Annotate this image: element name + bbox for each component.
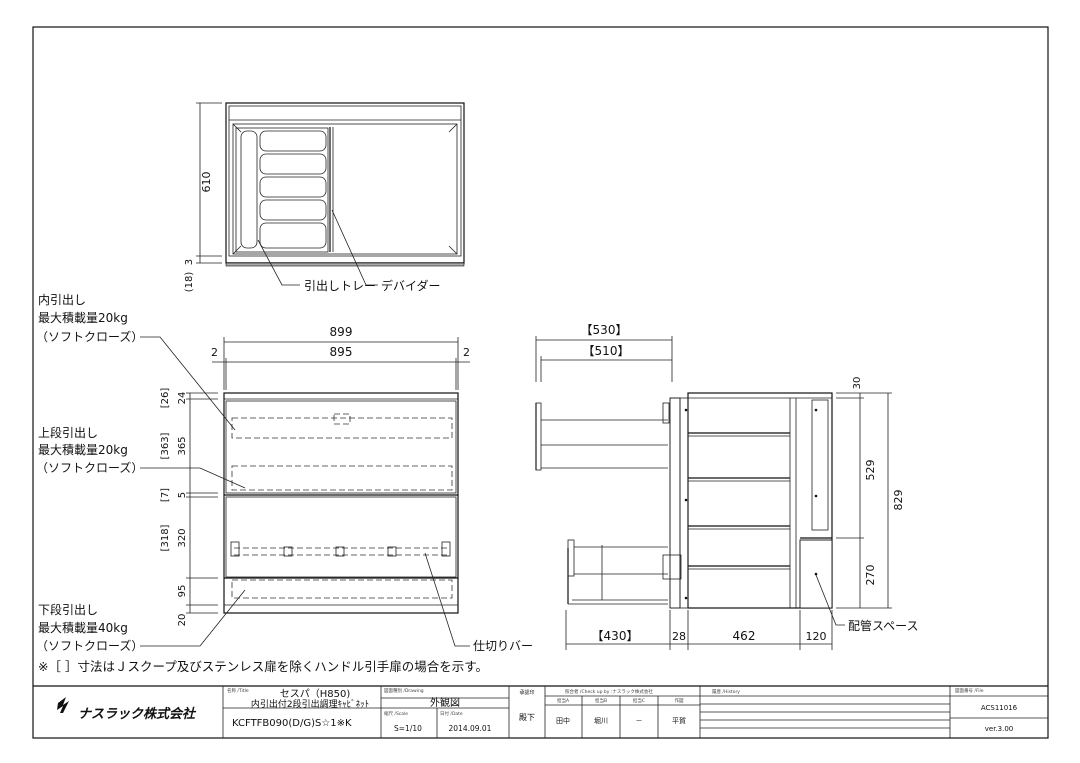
dim-895: 895 <box>330 345 353 359</box>
dim-363: [363] <box>160 432 171 459</box>
lower-drawer-title: 下段引出し <box>38 602 98 617</box>
inner-drawer-soft: （ソフトクローズ） <box>36 329 143 344</box>
svg-text:縮尺 /Scale: 縮尺 /Scale <box>384 710 408 717</box>
side-view: 【530】 【510】 <box>535 323 919 650</box>
inner-drawer-load: 最大積載量20kg <box>38 310 128 325</box>
dim-530: 【530】 <box>581 323 628 337</box>
svg-text:照合者 /Check up by :ナスラック株式会社: 照合者 /Check up by :ナスラック株式会社 <box>565 688 653 695</box>
lower-door <box>225 496 457 578</box>
divider-leader <box>331 209 378 286</box>
checker-1: 田中 <box>556 716 570 725</box>
checker-3: － <box>636 717 643 725</box>
dim-510: 【510】 <box>583 344 630 358</box>
dim-899: 899 <box>330 325 353 339</box>
svg-text:承認印: 承認印 <box>519 689 534 696</box>
dim-28: 28 <box>672 630 686 643</box>
lower-drawer-load: 最大積載量40kg <box>38 620 128 635</box>
piping-leader <box>815 574 845 626</box>
dim-610: 610 <box>200 172 213 193</box>
top-view: 610 3 (18) 引出しトレー デバイダー <box>184 102 465 293</box>
upper-drawer-hidden <box>231 465 453 491</box>
upper-door <box>225 400 457 494</box>
inner-drawer-title: 内引出し <box>38 293 86 307</box>
dim-462: 462 <box>733 629 756 643</box>
tray-leader <box>257 239 300 286</box>
upper-drawer-leader <box>140 467 246 489</box>
dim-3: 3 <box>184 259 195 265</box>
svg-text:日付 /Date: 日付 /Date <box>440 710 463 717</box>
dim-gap-left: 2 <box>211 346 218 359</box>
upper-drawer-soft: （ソフトクローズ） <box>36 460 143 475</box>
series-name: セスパ（H850) <box>280 688 351 700</box>
inner-drawer-leader <box>140 336 236 431</box>
lower-drawer-hidden <box>231 579 453 599</box>
tray-label: 引出しトレー <box>304 279 376 293</box>
dim-529: 529 <box>864 460 877 481</box>
checker-2: 堀川 <box>594 716 608 725</box>
svg-text:図面種別 /Drawing: 図面種別 /Drawing <box>384 687 424 694</box>
dim-gap-right: 2 <box>463 346 470 359</box>
inner-drawer-hidden <box>231 417 453 439</box>
dim-95: 95 <box>177 585 188 598</box>
dim-20: 20 <box>177 614 188 627</box>
dim-270: 270 <box>864 565 877 586</box>
svg-text:担当C: 担当C <box>633 697 645 704</box>
front-view: 899 895 2 2 24 <box>140 325 470 647</box>
date: 2014.09.01 <box>449 724 492 733</box>
dim-5: 5 <box>177 492 188 498</box>
company-logo-mark <box>57 697 69 713</box>
svg-text:履歴 /History: 履歴 /History <box>712 689 740 695</box>
sheet-border <box>32 26 1049 739</box>
dimension-note: ※［ ］寸法はＪスクープ及びステンレス扉を除くハンドル引手扉の場合を示す。 <box>38 659 488 674</box>
title-block: ナスラック株式会社 名称 /Title セスパ（H850) 内引出付2段引出調理… <box>33 685 1048 738</box>
lower-drawer-leader <box>140 589 246 647</box>
drawing-type: 外観図 <box>430 696 460 709</box>
drawer-tray <box>235 127 329 253</box>
svg-text:図面番号 /File: 図面番号 /File <box>955 687 984 694</box>
divider-label: デバイダー <box>381 278 441 293</box>
dim-120: 120 <box>806 630 827 643</box>
dim-24: 24 <box>177 392 188 405</box>
svg-text:担当B: 担当B <box>595 697 607 704</box>
partition-bar-label: 仕切りバー <box>473 639 533 653</box>
dim-26: [26] <box>160 388 171 409</box>
file-number: ACS11016 <box>981 704 1018 712</box>
dim-18: (18) <box>184 272 195 293</box>
lower-drawer-soft: （ソフトクローズ） <box>36 638 143 653</box>
svg-text:名称 /Title: 名称 /Title <box>227 687 249 694</box>
dim-318: [318] <box>160 524 171 551</box>
svg-text:担当A: 担当A <box>557 697 570 704</box>
cabinet-front <box>223 392 459 614</box>
partition-bar-leader <box>424 552 470 647</box>
upper-drawer-title: 上段引出し <box>38 425 98 440</box>
version: ver.3.00 <box>985 725 1014 733</box>
svg-text:作図: 作図 <box>675 697 684 704</box>
approver: 殿下 <box>519 713 535 722</box>
company-logo: ナスラック株式会社 <box>78 706 197 722</box>
checker-4: 平賀 <box>672 716 686 725</box>
product-desc: 内引出付2段引出調理ｷｬﾋﾞﾈｯﾄ <box>251 698 369 710</box>
scale: S=1/10 <box>394 724 422 733</box>
dim-365: 365 <box>177 436 188 455</box>
model-code: KCFTFB090(D/G)S☆1※K <box>232 718 352 729</box>
dim-320: 320 <box>177 528 188 547</box>
dim-829: 829 <box>892 490 905 511</box>
dim-7: [7] <box>160 488 171 502</box>
dim-430: 【430】 <box>592 629 639 643</box>
upper-drawer-load: 最大積載量20kg <box>38 442 128 457</box>
door-edge <box>669 397 681 609</box>
dim-30: 30 <box>852 377 863 390</box>
piping-space-label: 配管スペース <box>848 618 919 633</box>
